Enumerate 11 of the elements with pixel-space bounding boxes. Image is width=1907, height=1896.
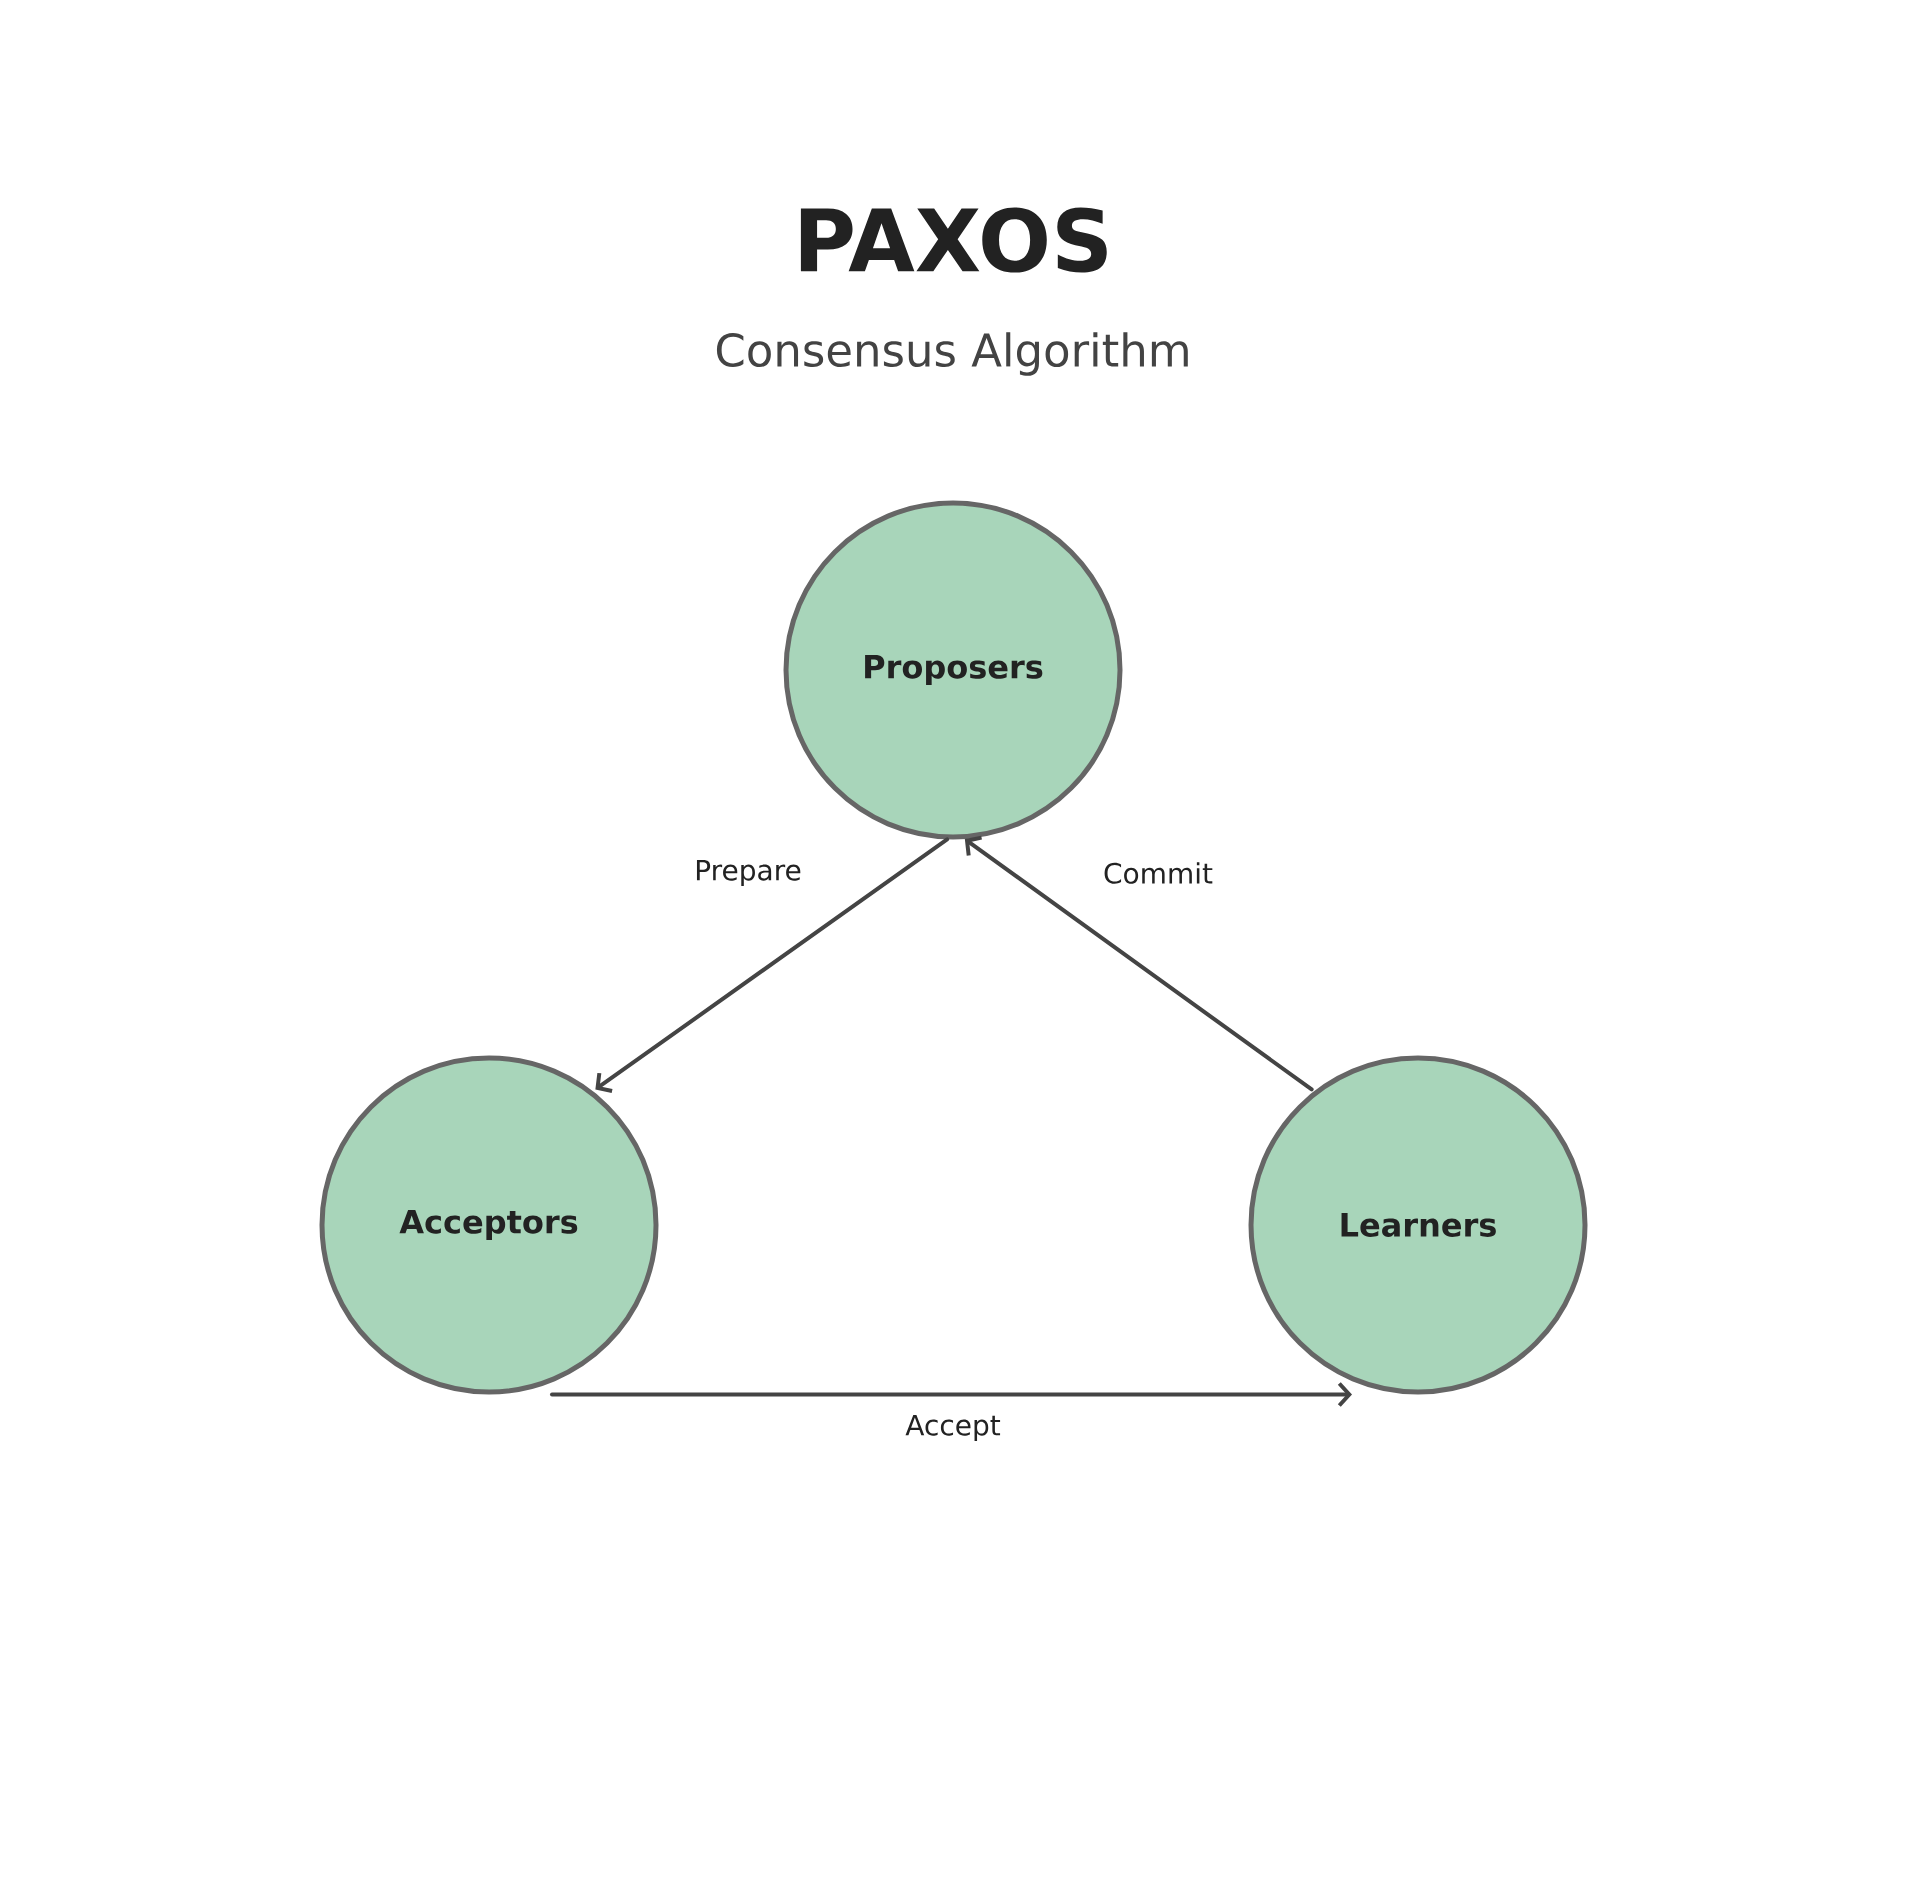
circle-node: Acceptors <box>319 1055 659 1395</box>
subtitle: Consensus Algorithm <box>716 332 1188 376</box>
title: PAXOS <box>800 207 1107 273</box>
arrow <box>964 835 1314 1092</box>
arrow <box>550 1382 1352 1407</box>
arrow <box>595 837 950 1093</box>
edge-label: Commit <box>1101 860 1215 886</box>
circle-node: Learners <box>1248 1055 1588 1395</box>
circle-node: Proposers <box>783 500 1123 840</box>
edge-label: Accept <box>903 1412 1003 1444</box>
edge-label: Prepare <box>692 857 804 889</box>
